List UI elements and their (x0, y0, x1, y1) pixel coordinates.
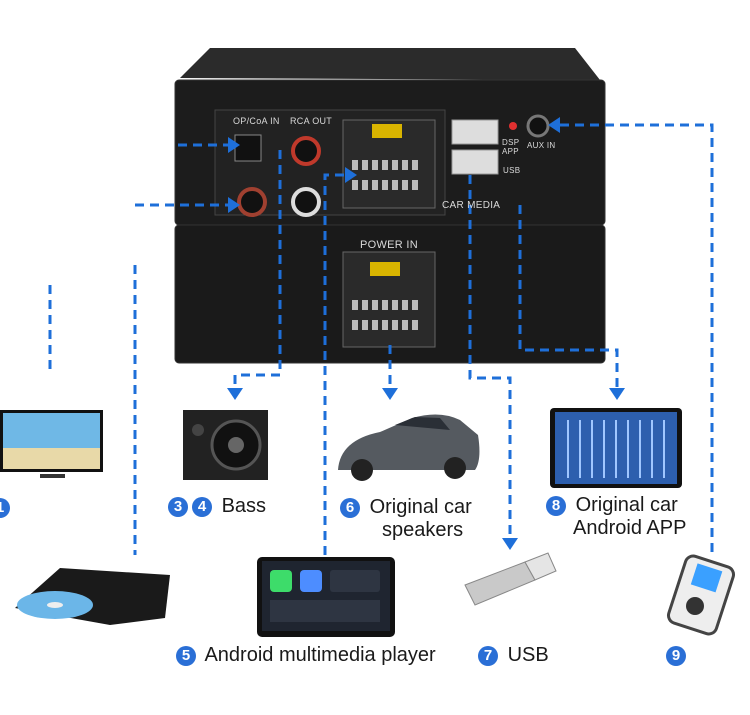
coax-jack (237, 187, 267, 217)
dsp-device (174, 48, 606, 364)
rca-out-label: RCA OUT (290, 116, 333, 126)
badge-9: 9 (666, 645, 686, 666)
android-app-text-line2: Android APP (573, 517, 687, 539)
optical-coax-in-label: OP/CoA IN (233, 116, 280, 126)
tv-illustration (0, 410, 103, 478)
aux-in-label: AUX IN (527, 141, 556, 150)
connection-arrows (48, 123, 714, 555)
multimedia-text: Android multimedia player (204, 644, 436, 666)
dsp-app-label: DSP APP (502, 138, 520, 156)
badge-4: 4 (192, 496, 212, 517)
usb-label: 7 USB (478, 644, 549, 666)
android-app-label: 8 Original car (546, 494, 678, 516)
power-in-label: POWER IN (360, 239, 419, 251)
multimedia-label: 5 Android multimedia player (176, 644, 436, 666)
speakers-text-line2: speakers (382, 519, 464, 541)
car-illustration (338, 414, 480, 481)
speakers-label: 6 Original car (340, 496, 472, 518)
multimedia-player-illustration (257, 557, 395, 637)
dvd-player-illustration (15, 568, 170, 625)
bass-text: Bass (221, 495, 267, 517)
badge-3: 3 (168, 496, 188, 517)
rca-red-jack (291, 136, 321, 166)
tv-label: 1 (0, 496, 14, 518)
android-app-text-line1: Original car (575, 494, 678, 516)
speakers-text-line1: Original car (369, 496, 472, 518)
badge-6: 6 (340, 497, 360, 518)
arrow-heads (227, 117, 625, 550)
bass-speaker-illustration (183, 410, 268, 480)
mp3-label: 9 (666, 644, 690, 666)
badge-8: 8 (546, 495, 566, 516)
android-app-illustration (550, 408, 682, 488)
badge-1: 1 (0, 497, 10, 518)
usb-stick-illustration (464, 552, 557, 606)
mp3-player-illustration (666, 554, 736, 636)
usb-text: USB (507, 644, 549, 666)
badge-5: 5 (176, 645, 196, 666)
rca-white-jack (291, 187, 321, 217)
badge-7: 7 (478, 645, 498, 666)
car-media-label: CAR MEDIA (442, 200, 501, 211)
usb-port-label: USB (503, 166, 521, 175)
